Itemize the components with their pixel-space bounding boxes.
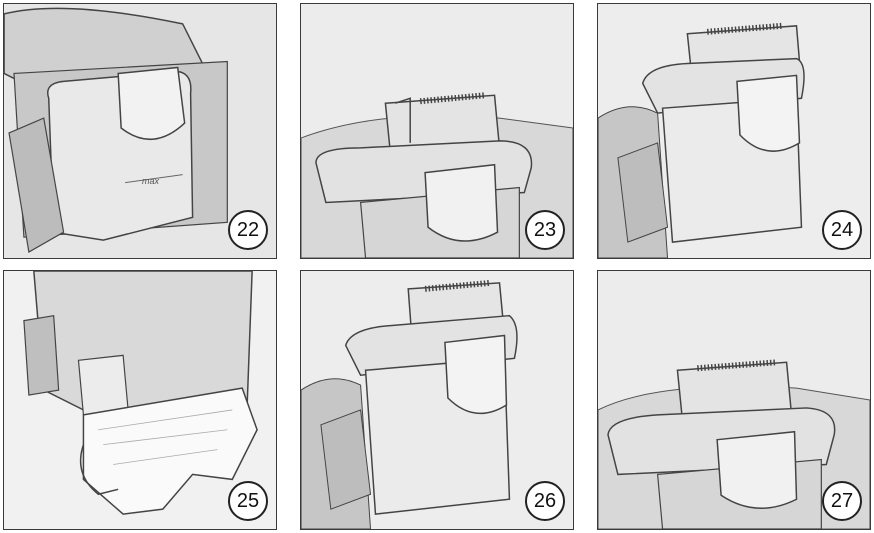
panel-step-23: 23 [300, 3, 574, 259]
panel-step-22: max 22 [3, 3, 277, 259]
panel-step-25: 25 [3, 270, 277, 530]
panel-step-24: 24 [597, 3, 871, 259]
step-number-badge: 23 [525, 210, 565, 250]
panel-step-26: 26 [300, 270, 574, 530]
max-fill-label: max [142, 176, 159, 186]
step-number-badge: 24 [822, 210, 862, 250]
step-number-badge: 27 [822, 481, 862, 521]
step-number-badge: 26 [525, 481, 565, 521]
step-number-badge: 25 [228, 481, 268, 521]
panel-step-27: 27 [597, 270, 871, 530]
step-number-badge: 22 [228, 210, 268, 250]
